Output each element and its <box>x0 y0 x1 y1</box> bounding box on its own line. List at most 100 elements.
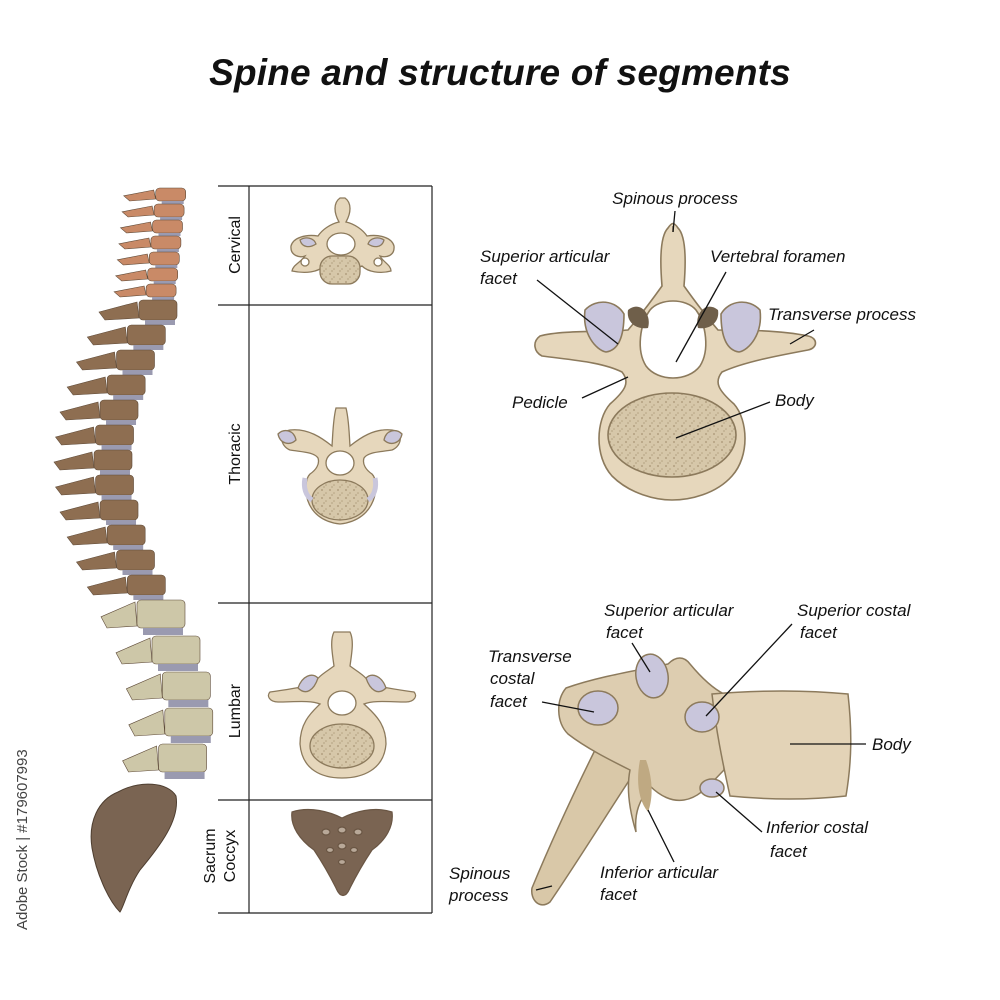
label-spinous-process-side-2: process <box>448 886 509 905</box>
label-superior-articular-side-1: Superior articular <box>604 601 735 620</box>
label-pedicle: Pedicle <box>512 393 568 412</box>
disc-15 <box>106 520 137 525</box>
spinous-process-thoracic-16 <box>66 526 108 546</box>
disc-23 <box>164 772 205 779</box>
spinous-process-cervical-1 <box>121 205 155 218</box>
disc-6 <box>152 297 175 300</box>
vertebra-side-view <box>531 653 852 906</box>
disc-7 <box>145 320 175 325</box>
disc-18 <box>133 595 164 600</box>
spinous-process-thoracic-7 <box>98 301 140 321</box>
vertebra-cervical-3 <box>150 235 182 250</box>
disc-1 <box>160 217 183 220</box>
disc-13 <box>100 470 130 475</box>
spinous-process-thoracic-17 <box>75 551 117 571</box>
label-superior-articular-top-1: Superior articular <box>480 247 611 266</box>
vertebra-thoracic-13 <box>93 449 133 471</box>
vertebra-lumbar-22 <box>164 707 214 737</box>
top-view-leaders <box>536 210 815 439</box>
vertebra-thoracic-7 <box>138 299 178 321</box>
vertebra-thoracic-15 <box>99 499 139 521</box>
vertebra-lumbar-23 <box>158 743 207 773</box>
vertebra-lumbar-19 <box>136 599 186 629</box>
label-inferior-costal-2: facet <box>770 842 808 861</box>
vertebra-top-view <box>534 222 817 501</box>
label-vertebral-foramen: Vertebral foramen <box>710 247 845 266</box>
spinous-process-cervical-4 <box>116 253 150 266</box>
label-superior-costal-1: Superior costal <box>797 601 912 620</box>
lumbar-vertebra <box>267 631 417 779</box>
disc-21 <box>168 700 209 707</box>
sacrum-small <box>291 808 393 897</box>
vertebra-thoracic-14 <box>95 474 134 496</box>
spinous-process-lumbar-20 <box>115 637 153 665</box>
label-superior-articular-side-2: facet <box>606 623 644 642</box>
label-spinous-process-top: Spinous process <box>612 189 738 208</box>
segment-table <box>218 185 433 914</box>
vertebra-thoracic-8 <box>127 324 166 346</box>
label-transverse-costal-1: Transverse <box>488 647 572 666</box>
label-body-side: Body <box>872 735 912 754</box>
vertebra-thoracic-17 <box>116 549 155 571</box>
label-inferior-articular-2: facet <box>600 885 638 904</box>
spinous-process-cervical-0 <box>123 189 157 202</box>
spinous-process-thoracic-9 <box>75 351 117 371</box>
disc-5 <box>153 281 176 284</box>
spinous-process-thoracic-14 <box>55 476 96 496</box>
spinous-process-thoracic-15 <box>59 501 101 521</box>
label-sacrum: Sacrum <box>202 828 219 883</box>
spinous-process-thoracic-12 <box>55 426 96 446</box>
side-view-leaders <box>535 623 866 891</box>
disc-9 <box>122 370 153 375</box>
label-cervical: Cervical <box>227 216 244 274</box>
spinous-process-cervical-3 <box>118 237 152 250</box>
disc-16 <box>113 545 144 550</box>
vertebra-lumbar-20 <box>151 635 201 665</box>
spinous-process-thoracic-18 <box>86 576 128 596</box>
vertebra-thoracic-12 <box>95 424 134 446</box>
spinous-process-lumbar-21 <box>125 673 163 701</box>
label-superior-costal-2: facet <box>800 623 838 642</box>
vertebra-lumbar-21 <box>162 671 211 701</box>
sacrum-coccyx <box>90 783 178 913</box>
vertebra-cervical-5 <box>147 267 178 282</box>
vertebra-cervical-6 <box>145 283 177 298</box>
label-transverse-costal-2: costal <box>490 669 536 688</box>
disc-4 <box>155 265 178 268</box>
disc-2 <box>158 233 181 236</box>
disc-3 <box>156 249 179 252</box>
vertebra-cervical-0 <box>155 187 186 202</box>
vertebra-thoracic-16 <box>106 524 146 546</box>
disc-12 <box>101 445 132 450</box>
disc-11 <box>106 420 137 425</box>
spinous-process-thoracic-8 <box>86 326 128 346</box>
label-spinous-process-side-1: Spinous <box>449 864 511 883</box>
spinous-process-thoracic-11 <box>59 401 101 421</box>
cervical-vertebra <box>290 197 395 285</box>
spinous-process-thoracic-13 <box>53 451 95 471</box>
vertebra-thoracic-10 <box>106 374 146 396</box>
vertebra-thoracic-18 <box>127 574 166 596</box>
spinal-column <box>53 187 214 913</box>
vertebra-cervical-2 <box>152 219 183 234</box>
label-inferior-articular-1: Inferior articular <box>600 863 719 882</box>
spinous-process-cervical-2 <box>119 221 153 234</box>
disc-8 <box>133 345 164 350</box>
disc-0 <box>161 201 184 204</box>
label-coccyx: Coccyx <box>222 830 239 882</box>
spinous-process-lumbar-23 <box>122 745 159 773</box>
vertebra-cervical-1 <box>153 203 185 218</box>
disc-10 <box>113 395 144 400</box>
vertebra-cervical-4 <box>149 251 180 266</box>
label-superior-articular-top-2: facet <box>480 269 518 288</box>
disc-20 <box>158 664 199 671</box>
page-title: Spine and structure of segments <box>209 52 791 93</box>
vertebra-thoracic-9 <box>116 349 155 371</box>
label-transverse-costal-3: facet <box>490 692 528 711</box>
label-thoracic: Thoracic <box>227 423 244 484</box>
spinous-process-thoracic-10 <box>66 376 108 396</box>
disc-17 <box>122 570 153 575</box>
vertebra-thoracic-11 <box>99 399 139 421</box>
